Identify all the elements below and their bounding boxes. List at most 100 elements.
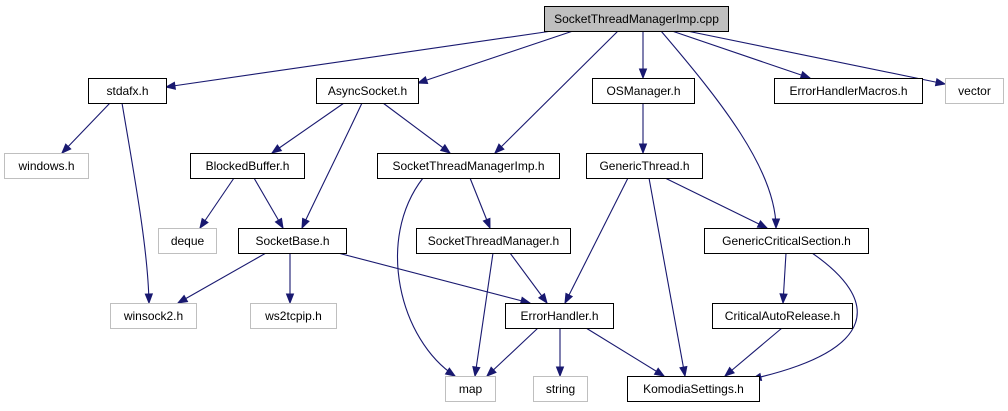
node-stmimp[interactable]: SocketThreadManagerImp.h	[377, 153, 560, 179]
node-root[interactable]: SocketThreadManagerImp.cpp	[544, 6, 729, 32]
node-box	[4, 153, 89, 179]
node-label: windows.h	[17, 159, 74, 173]
edge-car-to-komodia	[723, 327, 783, 377]
edge-arrowhead	[274, 217, 284, 230]
edge-line	[253, 177, 284, 229]
edge-root-to-stdafx	[164, 30, 553, 90]
edge-genericthread-to-gcs	[664, 177, 769, 229]
edge-arrowhead	[679, 365, 688, 378]
edge-line	[474, 252, 494, 377]
edge-socketbase-to-ws2tcpip	[285, 253, 295, 305]
edge-line	[301, 102, 363, 229]
node-socketbase[interactable]: SocketBase.h	[238, 228, 347, 254]
node-label: SocketThreadManagerImp.cpp	[554, 12, 719, 26]
node-box	[627, 376, 760, 402]
edge-arrowhead	[723, 366, 735, 377]
node-box	[158, 228, 217, 254]
edge-blockedbuffer-to-deque	[199, 177, 235, 230]
edge-stm-to-map	[472, 252, 494, 378]
node-label: GenericThread.h	[599, 159, 689, 173]
node-label: SocketBase.h	[255, 234, 329, 248]
node-string: string	[533, 376, 588, 402]
edge-line	[494, 30, 619, 154]
node-stm[interactable]: SocketThreadManager.h	[416, 228, 571, 254]
edge-arrowhead	[485, 366, 497, 377]
edge-errorhandler-to-string	[555, 328, 565, 378]
edge-line	[664, 177, 768, 229]
node-box	[774, 78, 923, 104]
edge-line	[177, 252, 267, 304]
edge-arrowhead	[301, 217, 310, 230]
edge-line	[751, 252, 858, 380]
edge-osmanager-to-genericthread	[638, 103, 648, 155]
node-box	[704, 228, 869, 254]
edge-stdafx-to-windows	[61, 102, 111, 154]
node-box	[505, 303, 614, 329]
node-genericthread[interactable]: GenericThread.h	[586, 153, 703, 179]
edge-stmimp-to-map	[396, 177, 457, 377]
edge-root-to-asyncsocket	[416, 30, 574, 84]
edge-root-to-osmanager	[638, 31, 648, 80]
node-label: map	[459, 382, 483, 396]
node-label: BlockedBuffer.h	[206, 159, 290, 173]
edge-genericthread-to-komodia	[648, 177, 688, 378]
node-box	[316, 78, 419, 104]
edge-arrowhead	[564, 292, 574, 305]
node-vector: vector	[945, 78, 1004, 104]
edge-root-to-vector	[686, 30, 947, 87]
node-car[interactable]: CriticalAutoRelease.h	[712, 303, 853, 329]
edge-root-to-errmacros	[671, 30, 812, 79]
edge-arrowhead	[61, 143, 72, 154]
edge-arrowhead	[482, 217, 491, 230]
node-stdafx[interactable]: stdafx.h	[88, 78, 167, 104]
node-box	[945, 78, 1004, 104]
node-box	[88, 78, 167, 104]
edge-asyncsocket-to-stmimp	[382, 102, 452, 154]
node-box	[533, 376, 588, 402]
edge-line	[165, 30, 553, 88]
edge-line	[686, 30, 946, 85]
node-winsock2: winsock2.h	[110, 303, 197, 329]
edge-asyncsocket-to-blockedbuffer	[270, 102, 345, 154]
node-label: string	[546, 382, 575, 396]
edge-arrowhead	[472, 365, 481, 378]
edge-arrowhead	[270, 144, 283, 154]
node-errorhandler[interactable]: ErrorHandler.h	[505, 303, 614, 329]
node-label: deque	[171, 234, 205, 248]
nodes-layer: SocketThreadManagerImp.cpp stdafx.h AsyncS…	[4, 6, 1004, 402]
edge-socketbase-to-winsock2	[176, 252, 267, 304]
node-label: ErrorHandlerMacros.h	[789, 84, 907, 98]
edge-root-to-gcs	[660, 30, 781, 230]
edges-layer	[61, 30, 947, 382]
node-blockedbuffer[interactable]: BlockedBuffer.h	[190, 153, 305, 179]
node-komodia[interactable]: KomodiaSettings.h	[627, 376, 760, 402]
node-box	[190, 153, 305, 179]
node-box	[592, 78, 695, 104]
edge-arrowhead	[638, 68, 648, 80]
edge-socketbase-to-errorhandler	[337, 252, 532, 305]
node-box	[445, 376, 496, 402]
edge-arrowhead	[771, 218, 781, 230]
node-gcs[interactable]: GenericCriticalSection.h	[704, 228, 869, 254]
edge-line	[509, 252, 548, 304]
edge-line	[486, 327, 539, 377]
edge-line	[199, 177, 235, 229]
node-label: CriticalAutoRelease.h	[725, 309, 840, 323]
edge-arrowhead	[164, 81, 177, 90]
node-asyncsocket[interactable]: AsyncSocket.h	[316, 78, 419, 104]
edge-line	[564, 177, 629, 304]
edge-arrowhead	[756, 220, 769, 229]
edge-genericthread-to-errorhandler	[564, 177, 629, 305]
node-deque: deque	[158, 228, 217, 254]
edge-blockedbuffer-to-socketbase	[253, 177, 284, 230]
edge-arrowhead	[555, 366, 565, 378]
edge-line	[417, 30, 574, 84]
node-label: AsyncSocket.h	[328, 84, 407, 98]
node-label: vector	[958, 84, 991, 98]
edge-line	[671, 30, 811, 79]
node-osmanager[interactable]: OSManager.h	[592, 78, 695, 104]
edge-stdafx-to-winsock2	[121, 102, 154, 305]
node-errmacros[interactable]: ErrorHandlerMacros.h	[774, 78, 923, 104]
node-label: OSManager.h	[606, 84, 680, 98]
node-label: winsock2.h	[123, 309, 183, 323]
